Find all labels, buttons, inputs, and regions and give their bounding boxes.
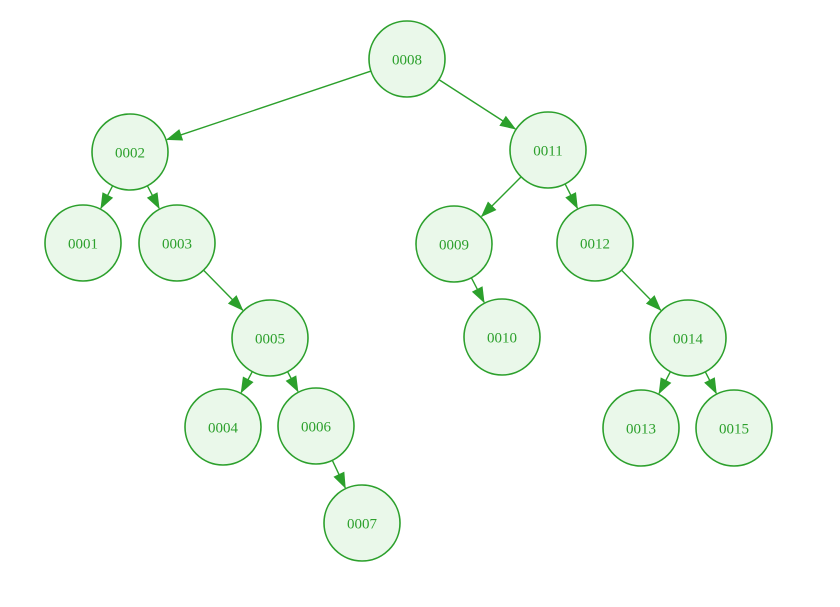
node-circle — [323, 484, 401, 562]
node-circle — [44, 204, 122, 282]
edge-0014-0013 — [658, 371, 672, 395]
node-label: 0007 — [347, 516, 378, 532]
node-label: 0015 — [719, 421, 749, 437]
tree-node-0010[interactable]: 0010 — [463, 298, 541, 376]
tree-node-0014[interactable]: 0014 — [649, 299, 727, 377]
node-circle — [368, 20, 446, 98]
node-circle — [138, 204, 216, 282]
tree-node-0009[interactable]: 0009 — [415, 205, 493, 283]
node-label: 0010 — [487, 330, 517, 346]
tree-node-0003[interactable]: 0003 — [138, 204, 216, 282]
node-label: 0009 — [439, 237, 469, 253]
tree-node-0006[interactable]: 0006 — [277, 387, 355, 465]
node-circle — [91, 113, 169, 191]
node-circle — [184, 388, 262, 466]
tree-node-0004[interactable]: 0004 — [184, 388, 262, 466]
tree-node-0002[interactable]: 0002 — [91, 113, 169, 191]
tree-node-0011[interactable]: 0011 — [509, 111, 587, 189]
node-circle — [556, 204, 634, 282]
edge-0003-0005 — [203, 269, 244, 311]
tree-node-0001[interactable]: 0001 — [44, 204, 122, 282]
edge-0002-0001 — [100, 185, 114, 210]
edge-0014-0015 — [704, 371, 717, 395]
tree-node-0013[interactable]: 0013 — [602, 389, 680, 467]
tree-node-0005[interactable]: 0005 — [231, 299, 309, 377]
edge-0002-0003 — [146, 185, 160, 210]
node-label: 0014 — [673, 331, 704, 347]
node-label: 0012 — [580, 236, 610, 252]
node-label: 0002 — [115, 145, 145, 161]
node-circle — [277, 387, 355, 465]
nodes-layer: 0008 0002 0011 0001 0003 0009 0012 0005 0010 0014… — [44, 20, 773, 562]
node-label: 0008 — [392, 52, 422, 68]
node-label: 0005 — [255, 331, 285, 347]
node-label: 0006 — [301, 419, 332, 435]
node-label: 0001 — [68, 236, 98, 252]
node-circle — [602, 389, 680, 467]
node-circle — [231, 299, 309, 377]
edge-0011-0012 — [564, 183, 579, 210]
node-label: 0011 — [533, 143, 562, 159]
edge-0009-0010 — [470, 277, 485, 304]
edge-0005-0004 — [240, 371, 254, 394]
edge-0011-0009 — [480, 176, 522, 218]
edge-0008-0011 — [438, 79, 517, 130]
node-circle — [509, 111, 587, 189]
node-circle — [415, 205, 493, 283]
tree-node-0015[interactable]: 0015 — [695, 389, 773, 467]
edge-0006-0007 — [331, 460, 346, 489]
node-label: 0013 — [626, 421, 656, 437]
node-circle — [649, 299, 727, 377]
edge-0012-0014 — [621, 269, 662, 311]
edge-0008-0002 — [166, 70, 372, 141]
tree-node-0008[interactable]: 0008 — [368, 20, 446, 98]
node-circle — [463, 298, 541, 376]
tree-node-0012[interactable]: 0012 — [556, 204, 634, 282]
edges-layer — [100, 70, 717, 489]
node-circle — [695, 389, 773, 467]
node-label: 0004 — [208, 420, 239, 436]
tree-node-0007[interactable]: 0007 — [323, 484, 401, 562]
edge-0005-0006 — [285, 371, 299, 393]
node-label: 0003 — [162, 236, 192, 252]
